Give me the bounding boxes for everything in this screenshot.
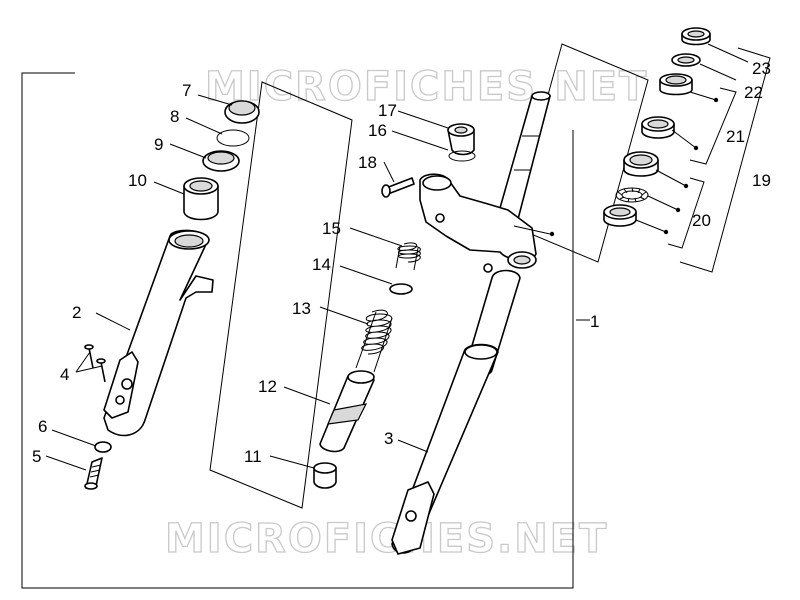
dust-seal-7	[224, 100, 260, 124]
oil-seal-9	[202, 150, 240, 172]
callout-11: 11	[244, 447, 262, 466]
callout-7: 7	[182, 81, 191, 100]
sleeve-12	[319, 370, 375, 453]
callout-22: 22	[744, 83, 763, 102]
callout-23: 23	[752, 59, 771, 78]
group-left-frame	[209, 81, 353, 509]
callout-17: 17	[378, 101, 397, 120]
callout-21: 21	[726, 127, 745, 146]
steering-column-1	[391, 91, 551, 555]
bracket-21	[689, 87, 737, 165]
callout-13: 13	[292, 299, 311, 318]
circlip-8	[216, 129, 250, 147]
bushing-10	[183, 177, 219, 221]
callout-19: 19	[752, 171, 771, 190]
ball-cage-20	[615, 187, 649, 203]
callout-9: 9	[154, 135, 163, 154]
group-1-frame	[21, 72, 574, 589]
bolt-18	[381, 177, 415, 198]
upper-cone-21	[641, 116, 675, 139]
ring-nut-23	[681, 27, 711, 46]
callout-labels: 1 2 3 4 5 6 7 8 9 10 11 12 13 14 15 16 1…	[32, 59, 771, 466]
o-ring-16	[448, 150, 476, 162]
callout-6: 6	[38, 417, 47, 436]
callout-5: 5	[32, 447, 41, 466]
leader-dots	[549, 97, 719, 237]
ring-nut-22	[659, 73, 693, 96]
callout-14: 14	[312, 255, 331, 274]
bracket-19	[679, 47, 771, 273]
bracket-20	[667, 177, 705, 249]
watermark-bottom: MICROFICHES.NET	[165, 516, 608, 562]
watermark-top: MICROFICHES.NET	[205, 64, 648, 110]
fork-tube-left	[103, 229, 214, 437]
callout-12: 12	[258, 377, 277, 396]
stopper-11	[313, 462, 337, 489]
spring-15	[395, 242, 421, 271]
spring-13	[355, 309, 393, 373]
callout-8: 8	[170, 107, 179, 126]
washer-6	[94, 441, 112, 453]
callout-15: 15	[322, 219, 341, 238]
bearing-cup-20	[623, 151, 659, 177]
callout-1: 1	[590, 312, 599, 331]
callout-2: 2	[72, 303, 81, 322]
callout-16: 16	[368, 121, 387, 140]
callout-18: 18	[358, 153, 377, 172]
callout-20: 20	[692, 211, 711, 230]
lower-cone-20	[603, 204, 637, 227]
callout-10: 10	[128, 171, 147, 190]
cap-17	[447, 123, 475, 156]
callout-3: 3	[384, 429, 393, 448]
drain-screw-5	[84, 457, 103, 490]
bolts-4	[84, 344, 106, 383]
leader-lines	[45, 43, 749, 471]
washer-14	[389, 283, 413, 295]
washer-22	[671, 53, 701, 67]
callout-4: 4	[60, 365, 69, 384]
